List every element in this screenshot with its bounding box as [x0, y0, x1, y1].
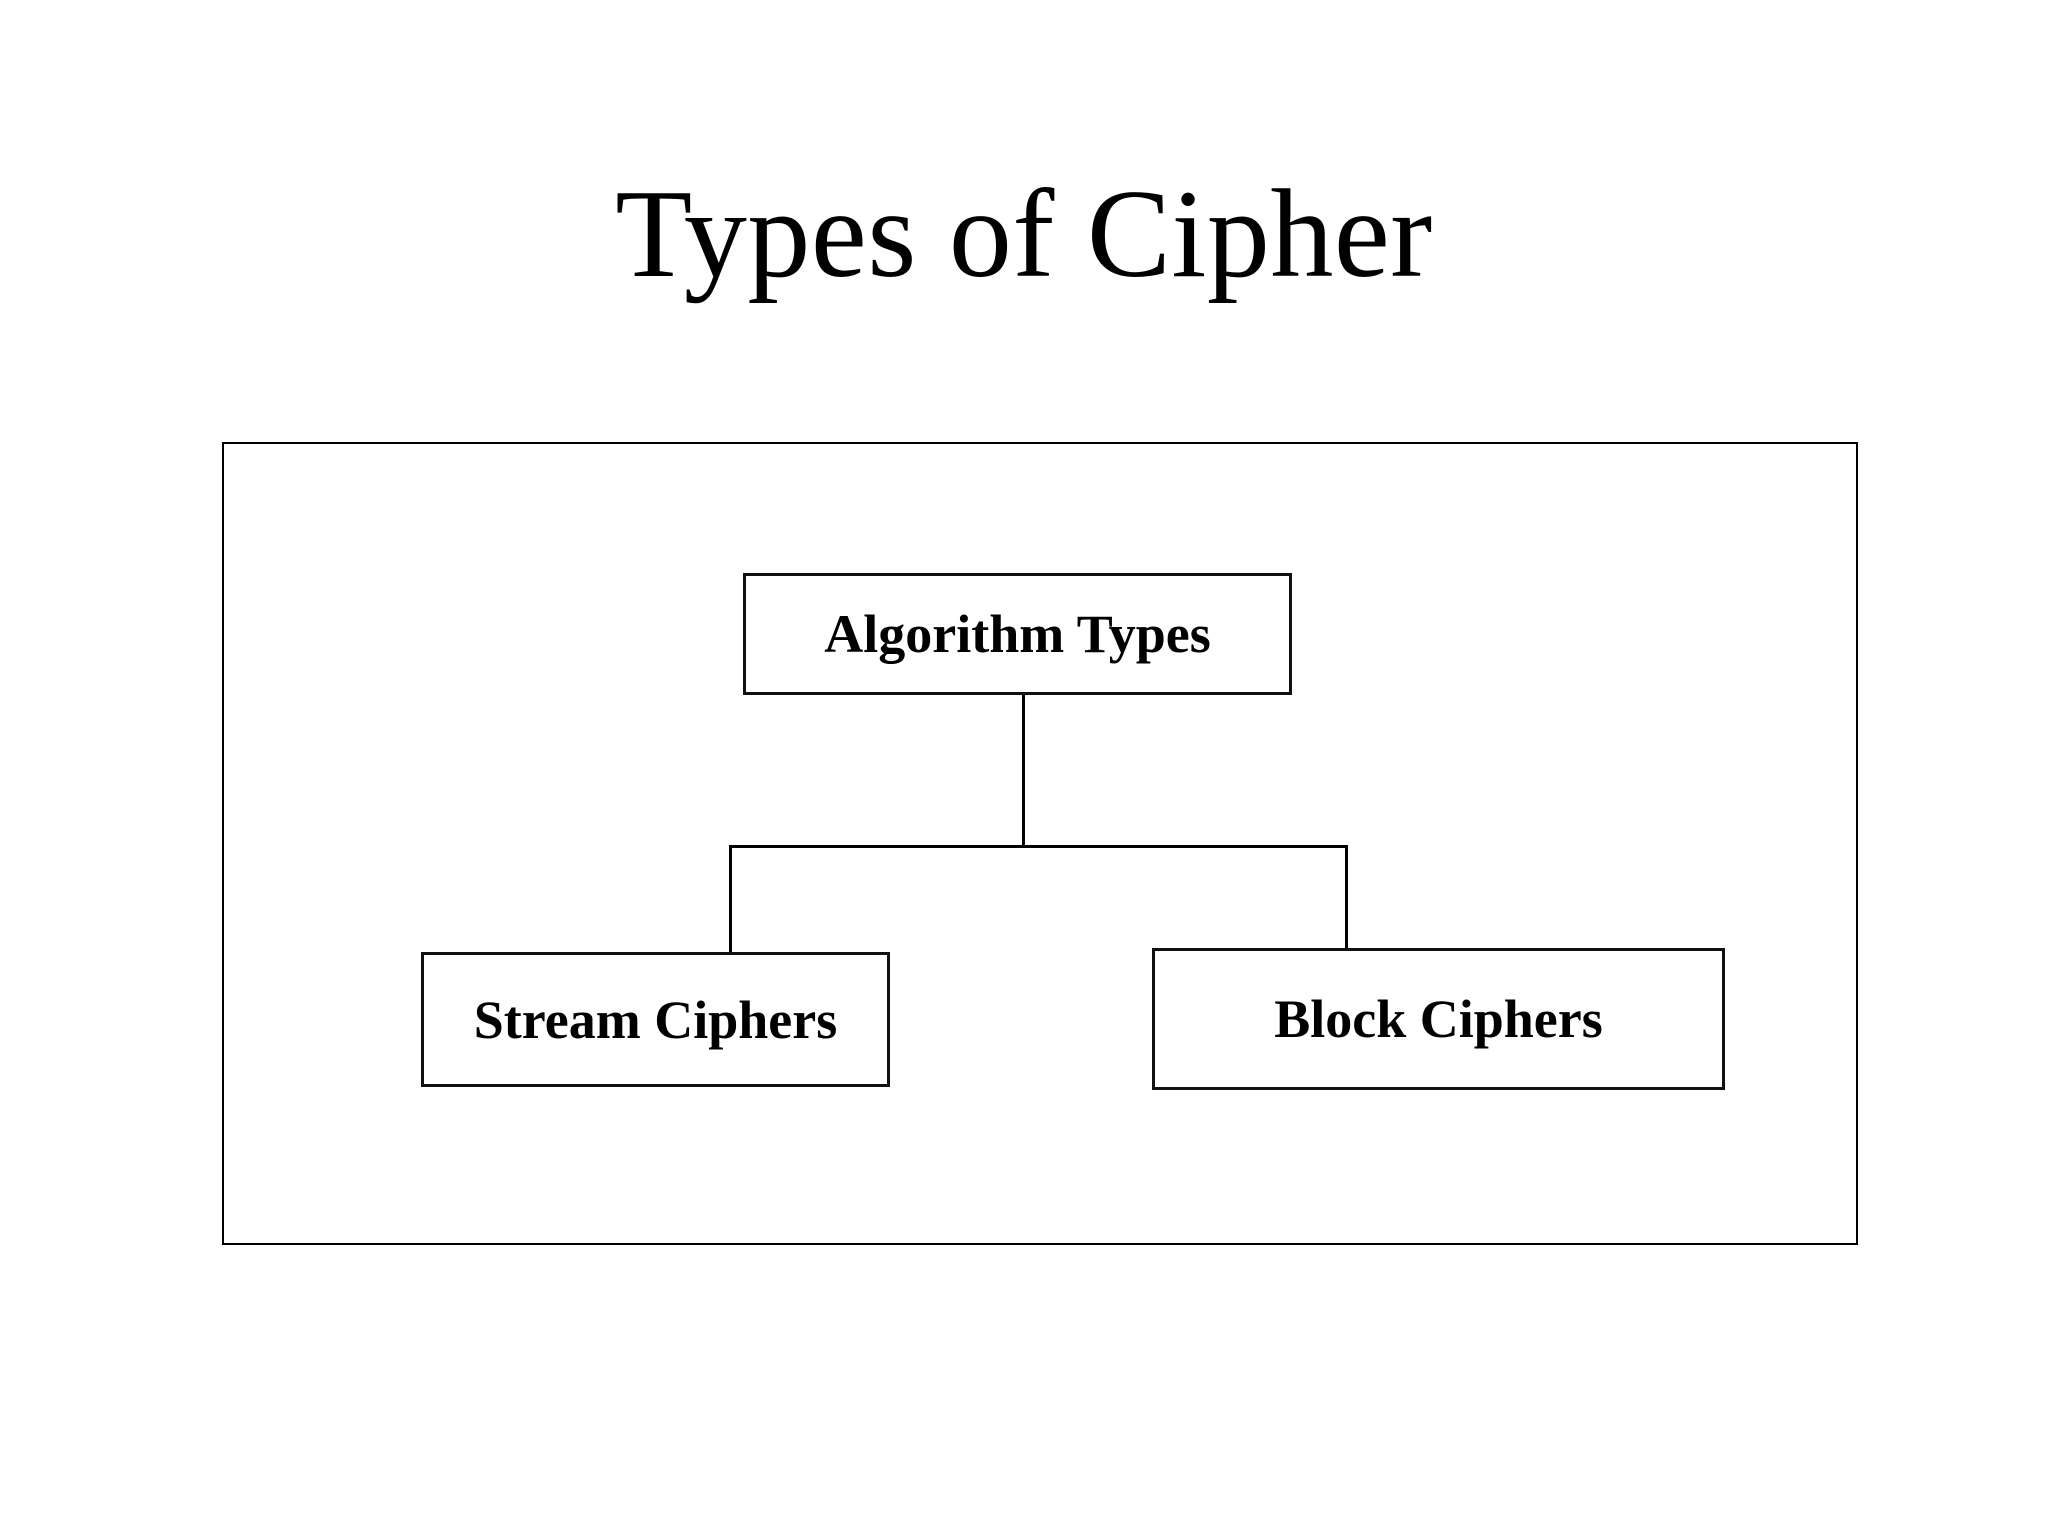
connector-root-stem — [1022, 695, 1025, 847]
node-block-ciphers[interactable]: Block Ciphers — [1152, 948, 1725, 1090]
connector-drop-stream-ciphers — [729, 845, 732, 953]
node-block-ciphers-label: Block Ciphers — [1274, 989, 1603, 1049]
connector-drop-block-ciphers — [1345, 845, 1348, 949]
node-stream-ciphers[interactable]: Stream Ciphers — [421, 952, 890, 1087]
diagram-frame — [222, 442, 1858, 1245]
node-algorithm-types[interactable]: Algorithm Types — [743, 573, 1292, 695]
node-stream-ciphers-label: Stream Ciphers — [473, 989, 838, 1050]
node-algorithm-types-label: Algorithm Types — [824, 604, 1211, 664]
connector-horizontal-bus — [729, 845, 1348, 848]
page-title: Types of Cipher — [615, 165, 1433, 304]
